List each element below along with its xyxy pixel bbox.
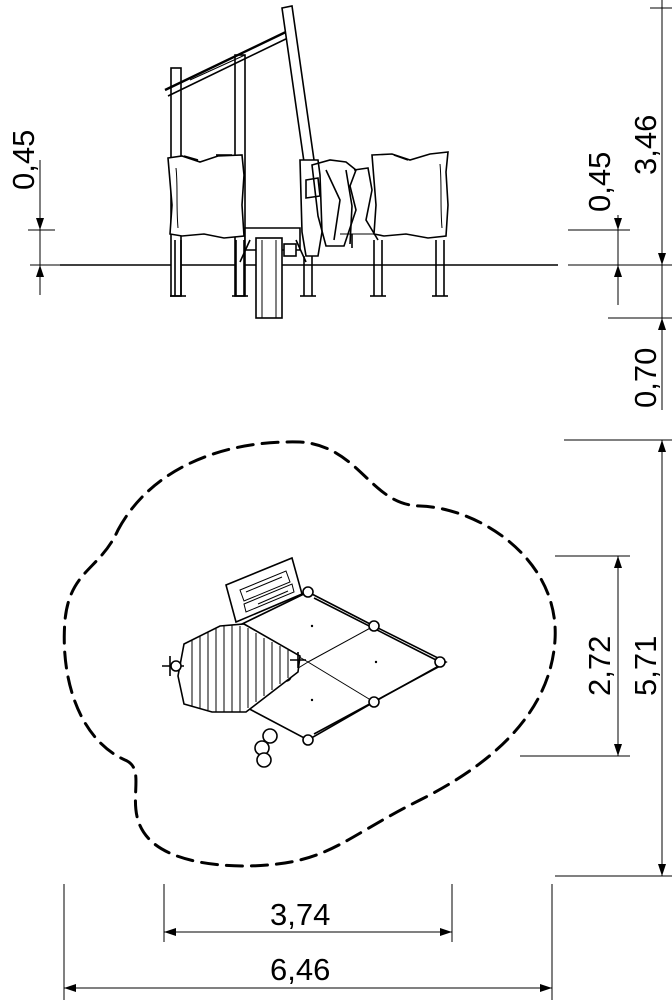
dim-label-safety-depth: 5,71 [628, 636, 663, 696]
dim-left-height: 0,45 [6, 130, 55, 295]
right-climbing-panel [370, 151, 449, 297]
dim-label-equipment-width: 3,74 [270, 897, 330, 932]
left-climbing-panel [164, 28, 293, 297]
plan-stepping-posts [254, 728, 278, 768]
plan-slide [162, 623, 306, 713]
dim-plan-vertical: 2,72 5,71 [520, 439, 672, 877]
dim-label-equipment-depth: 2,72 [582, 636, 617, 696]
plan-view: 2,72 5,71 3,74 6,46 [62, 439, 672, 1000]
dim-label-foundation-depth: 0,70 [628, 348, 663, 408]
dim-label-total-height: 3,46 [628, 115, 663, 175]
dim-label-safety-width: 6,46 [270, 952, 330, 987]
safety-zone-outline [62, 440, 557, 868]
dim-plan-horizontal: 3,74 6,46 [63, 884, 553, 1000]
central-pole-and-slide [239, 5, 315, 319]
ladder-cluster [299, 159, 380, 297]
dim-right-stack: 0,45 3,46 0,70 [568, 0, 672, 410]
dim-label-left-height: 0,45 [6, 130, 41, 190]
plan-top-panel [225, 556, 303, 624]
dim-label-right-small: 0,45 [582, 152, 617, 212]
side-elevation: 0,45 0,45 3,46 0,70 [6, 0, 672, 410]
